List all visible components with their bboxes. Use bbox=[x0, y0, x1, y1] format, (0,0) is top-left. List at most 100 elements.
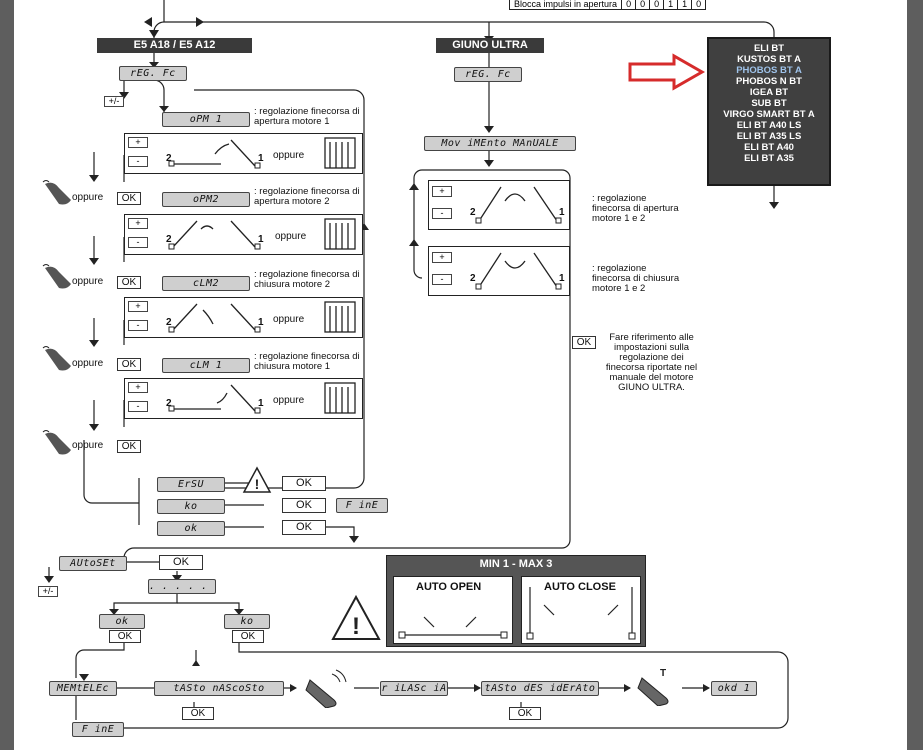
ok-button[interactable]: OK bbox=[282, 476, 326, 491]
remote-press-icon: T bbox=[637, 668, 669, 706]
lcd-clm2: cLM2 bbox=[162, 276, 250, 291]
model-item: ELI BT A35 bbox=[744, 153, 794, 164]
header-e5: E5 A18 / E5 A12 bbox=[97, 38, 252, 53]
lcd-tasto-desiderato: tASto dES idErAto bbox=[481, 681, 599, 696]
motor-1-label: 1 bbox=[559, 207, 565, 218]
note-opm2: : regolazione finecorsa di apertura moto… bbox=[254, 186, 360, 207]
ok-button[interactable]: OK bbox=[572, 336, 596, 349]
top-table-cell: 0 bbox=[691, 0, 707, 10]
auto-open-icon bbox=[398, 616, 508, 639]
top-table-cell: 0 bbox=[649, 0, 665, 10]
auto-open-panel: AUTO OPEN bbox=[393, 576, 513, 644]
top-table-label: Blocca impulsi in apertura bbox=[508, 0, 623, 10]
ok-button[interactable]: OK bbox=[117, 276, 141, 289]
lcd-ok: ok bbox=[157, 521, 225, 536]
motor-1-label: 1 bbox=[258, 398, 264, 409]
lcd-memtelec: MEMtELEc bbox=[49, 681, 117, 696]
svg-text:!: ! bbox=[352, 613, 360, 640]
ok-button[interactable]: OK bbox=[282, 520, 326, 535]
plus-key: + bbox=[128, 218, 148, 229]
lcd-ok-result: ok bbox=[99, 614, 145, 629]
note-clm2: : regolazione finecorsa di chiusura moto… bbox=[254, 269, 360, 290]
lcd-ko: ko bbox=[157, 499, 225, 514]
lcd-opm1: oPM 1 bbox=[162, 112, 250, 127]
oppure-label: oppure bbox=[273, 150, 305, 161]
lcd-progress-dots: . . . . . . . . bbox=[148, 579, 216, 594]
motor-1-label: 1 bbox=[258, 153, 264, 164]
lcd-clm1: cLM 1 bbox=[162, 358, 250, 373]
motor-panel-2: + - 2 1 oppure bbox=[124, 214, 363, 255]
model-list: ELI BT KUSTOS BT A PHOBOS BT A PHOBOS N … bbox=[707, 37, 831, 186]
plus-key: + bbox=[432, 186, 452, 197]
motor-panel-4: + - 2 1 oppure bbox=[124, 378, 363, 419]
auto-close-panel: AUTO CLOSE bbox=[521, 576, 641, 644]
top-table-cell: 0 bbox=[635, 0, 651, 10]
note-giuno-apertura: : regolazione finecorsa di apertura moto… bbox=[592, 193, 679, 224]
model-item: KUSTOS BT A bbox=[737, 54, 801, 65]
motor-1-label: 1 bbox=[258, 317, 264, 328]
remote-press-icon bbox=[305, 669, 347, 708]
oppure-label: oppure bbox=[273, 395, 305, 406]
gate-arm-icon bbox=[168, 218, 356, 250]
lcd-fine: F inE bbox=[336, 498, 388, 513]
motor-2-label: 2 bbox=[166, 398, 172, 409]
model-item: SUB BT bbox=[751, 98, 787, 109]
lcd-movimento-manuale: Mov iMEnto MAnUALE bbox=[424, 136, 576, 151]
gate-arm-icon bbox=[168, 382, 356, 414]
motor-1-label: 1 bbox=[559, 273, 565, 284]
lcd-rilascia: r iLASc iA bbox=[380, 681, 448, 696]
note-opm1: : regolazione finecorsa di apertura moto… bbox=[254, 106, 360, 127]
ok-button[interactable]: OK bbox=[117, 358, 141, 371]
ok-button[interactable]: OK bbox=[117, 440, 141, 453]
plus-minus-button[interactable]: +/- bbox=[104, 96, 124, 107]
ok-button[interactable]: OK bbox=[159, 555, 203, 570]
giuno-panel-close: + - 2 1 bbox=[428, 246, 570, 296]
gate-arm-icon bbox=[168, 137, 356, 169]
motor-panel-3: + - 2 1 oppure bbox=[124, 297, 363, 338]
remote-hand-icon bbox=[42, 430, 71, 455]
lcd-reg-fc-giuno: rEG. Fc bbox=[454, 67, 522, 82]
ok-button[interactable]: OK bbox=[117, 192, 141, 205]
model-item: ELI BT A40 LS bbox=[736, 120, 802, 131]
giuno-panel-open: + - 2 1 bbox=[428, 180, 570, 230]
top-table-cell: 0 bbox=[621, 0, 637, 10]
auto-close-label: AUTO CLOSE bbox=[544, 581, 616, 593]
auto-open-label: AUTO OPEN bbox=[416, 581, 482, 593]
svg-text:!: ! bbox=[255, 476, 260, 492]
oppure-label: oppure bbox=[275, 231, 307, 242]
motor-panel-1: + - 2 1 oppure bbox=[124, 133, 363, 174]
model-item-highlighted: PHOBOS BT A bbox=[736, 65, 802, 76]
minus-key: - bbox=[128, 320, 148, 331]
plus-key: + bbox=[128, 301, 148, 312]
svg-text:T: T bbox=[660, 668, 666, 679]
top-table-cell: 1 bbox=[677, 0, 693, 10]
ok-button[interactable]: OK bbox=[109, 630, 141, 643]
gate-arm-icon bbox=[168, 301, 356, 333]
motor-2-label: 2 bbox=[470, 207, 476, 218]
gate-arm-icon bbox=[475, 252, 562, 290]
motor-2-label: 2 bbox=[166, 234, 172, 245]
warning-triangle-icon: ! bbox=[242, 466, 272, 493]
top-table-cell: 1 bbox=[663, 0, 679, 10]
warning-triangle-icon: ! bbox=[331, 594, 381, 640]
minus-key: - bbox=[432, 208, 452, 219]
ok-button[interactable]: OK bbox=[509, 707, 541, 720]
minus-key: - bbox=[128, 401, 148, 412]
diagram-page: Blocca impulsi in apertura 0 0 0 1 1 0 E… bbox=[14, 0, 907, 750]
lcd-reg-fc: rEG. Fc bbox=[119, 66, 187, 81]
lcd-fine-2: F inE bbox=[72, 722, 124, 737]
lcd-autoset: AUtoSEt bbox=[59, 556, 127, 571]
remote-hand-icon bbox=[42, 346, 71, 371]
oppure-label: oppure bbox=[72, 440, 104, 451]
min-max-box: MIN 1 - MAX 3 AUTO OPEN AUTO CLOSE bbox=[386, 555, 646, 647]
model-item: ELI BT A35 LS bbox=[736, 131, 802, 142]
motor-2-label: 2 bbox=[470, 273, 476, 284]
motor-1-label: 1 bbox=[258, 234, 264, 245]
plus-minus-button[interactable]: +/- bbox=[38, 586, 58, 597]
oppure-label: oppure bbox=[273, 314, 305, 325]
remote-hand-icon bbox=[42, 264, 71, 289]
ok-button[interactable]: OK bbox=[182, 707, 214, 720]
ok-button[interactable]: OK bbox=[232, 630, 264, 643]
ok-button[interactable]: OK bbox=[282, 498, 326, 513]
model-item: ELI BT bbox=[753, 43, 785, 54]
